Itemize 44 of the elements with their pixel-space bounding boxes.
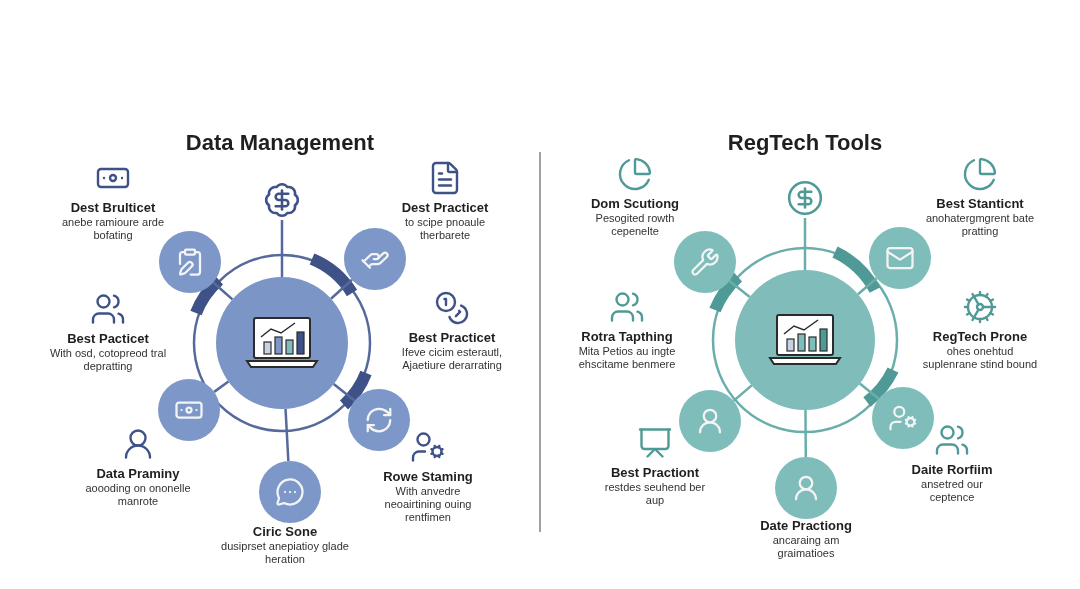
item-heading: Data Praminy	[96, 466, 180, 482]
connector-line	[212, 281, 234, 301]
item-heading: Dest Practicet	[401, 200, 489, 216]
connector-line	[280, 220, 284, 277]
item-heading: Daite Rorfiim	[911, 462, 993, 478]
item-description: With anvedre neoairtining ouing rentfimen	[383, 485, 473, 524]
item-description: ancaraing am graimatioes	[771, 534, 841, 560]
item-description: Ifeve cicim esterautl, Ajaetiure derarrating	[400, 346, 504, 372]
item-heading: Rotra Tapthing	[581, 329, 673, 345]
item-description: aoooding on ononelle manrote	[84, 482, 192, 508]
dollar-coin-icon	[785, 178, 825, 218]
item-description: ansetred our ceptence	[920, 478, 984, 504]
item-heading: RegTech Prone	[932, 329, 1028, 345]
item-description: With osd, cotopreod tral depratting	[48, 347, 168, 373]
item-heading: Best Pacticet	[67, 331, 149, 347]
section-title: Data Management	[185, 129, 375, 157]
connector-line	[284, 408, 290, 462]
item-heading: Dest Brulticet	[70, 200, 156, 216]
item-description: anohatergmgrent bate pratting	[924, 212, 1036, 238]
item-heading: Date Practiong	[760, 518, 852, 534]
connector-line	[213, 380, 230, 393]
item-description: ohes onehtud suplenrane stind bound	[922, 345, 1038, 371]
item-description: to scipe pnoaule therbarete	[403, 216, 487, 242]
connector-line	[332, 383, 356, 402]
connector-line	[728, 280, 751, 298]
item-description: dusiprset anepiatioy glade heration	[220, 540, 350, 566]
connector-line	[803, 218, 807, 270]
connector-line	[330, 278, 353, 300]
connector-line	[732, 384, 753, 402]
item-description: Mita Petios au ingte ehscitame benmere	[577, 345, 677, 371]
connector-line	[804, 410, 808, 457]
item-heading: Rowe Staming	[383, 469, 473, 485]
item-description: anebe ramioure arde bofating	[60, 216, 166, 242]
item-heading: Best Practicet	[408, 330, 496, 346]
item-heading: Ciric Sone	[252, 524, 318, 540]
item-heading: Dom Scutiong	[590, 196, 680, 212]
dollar-badge-icon	[262, 180, 302, 220]
item-description: restdes seuhend ber aup	[603, 481, 707, 507]
item-heading: Best Practiont	[610, 465, 700, 481]
item-heading: Best Stanticnt	[936, 196, 1024, 212]
section-title: RegTech Tools	[727, 129, 883, 157]
item-description: Pesogited rowth cepenelte	[594, 212, 676, 238]
connector-line	[857, 277, 878, 296]
connector-line	[859, 382, 880, 400]
